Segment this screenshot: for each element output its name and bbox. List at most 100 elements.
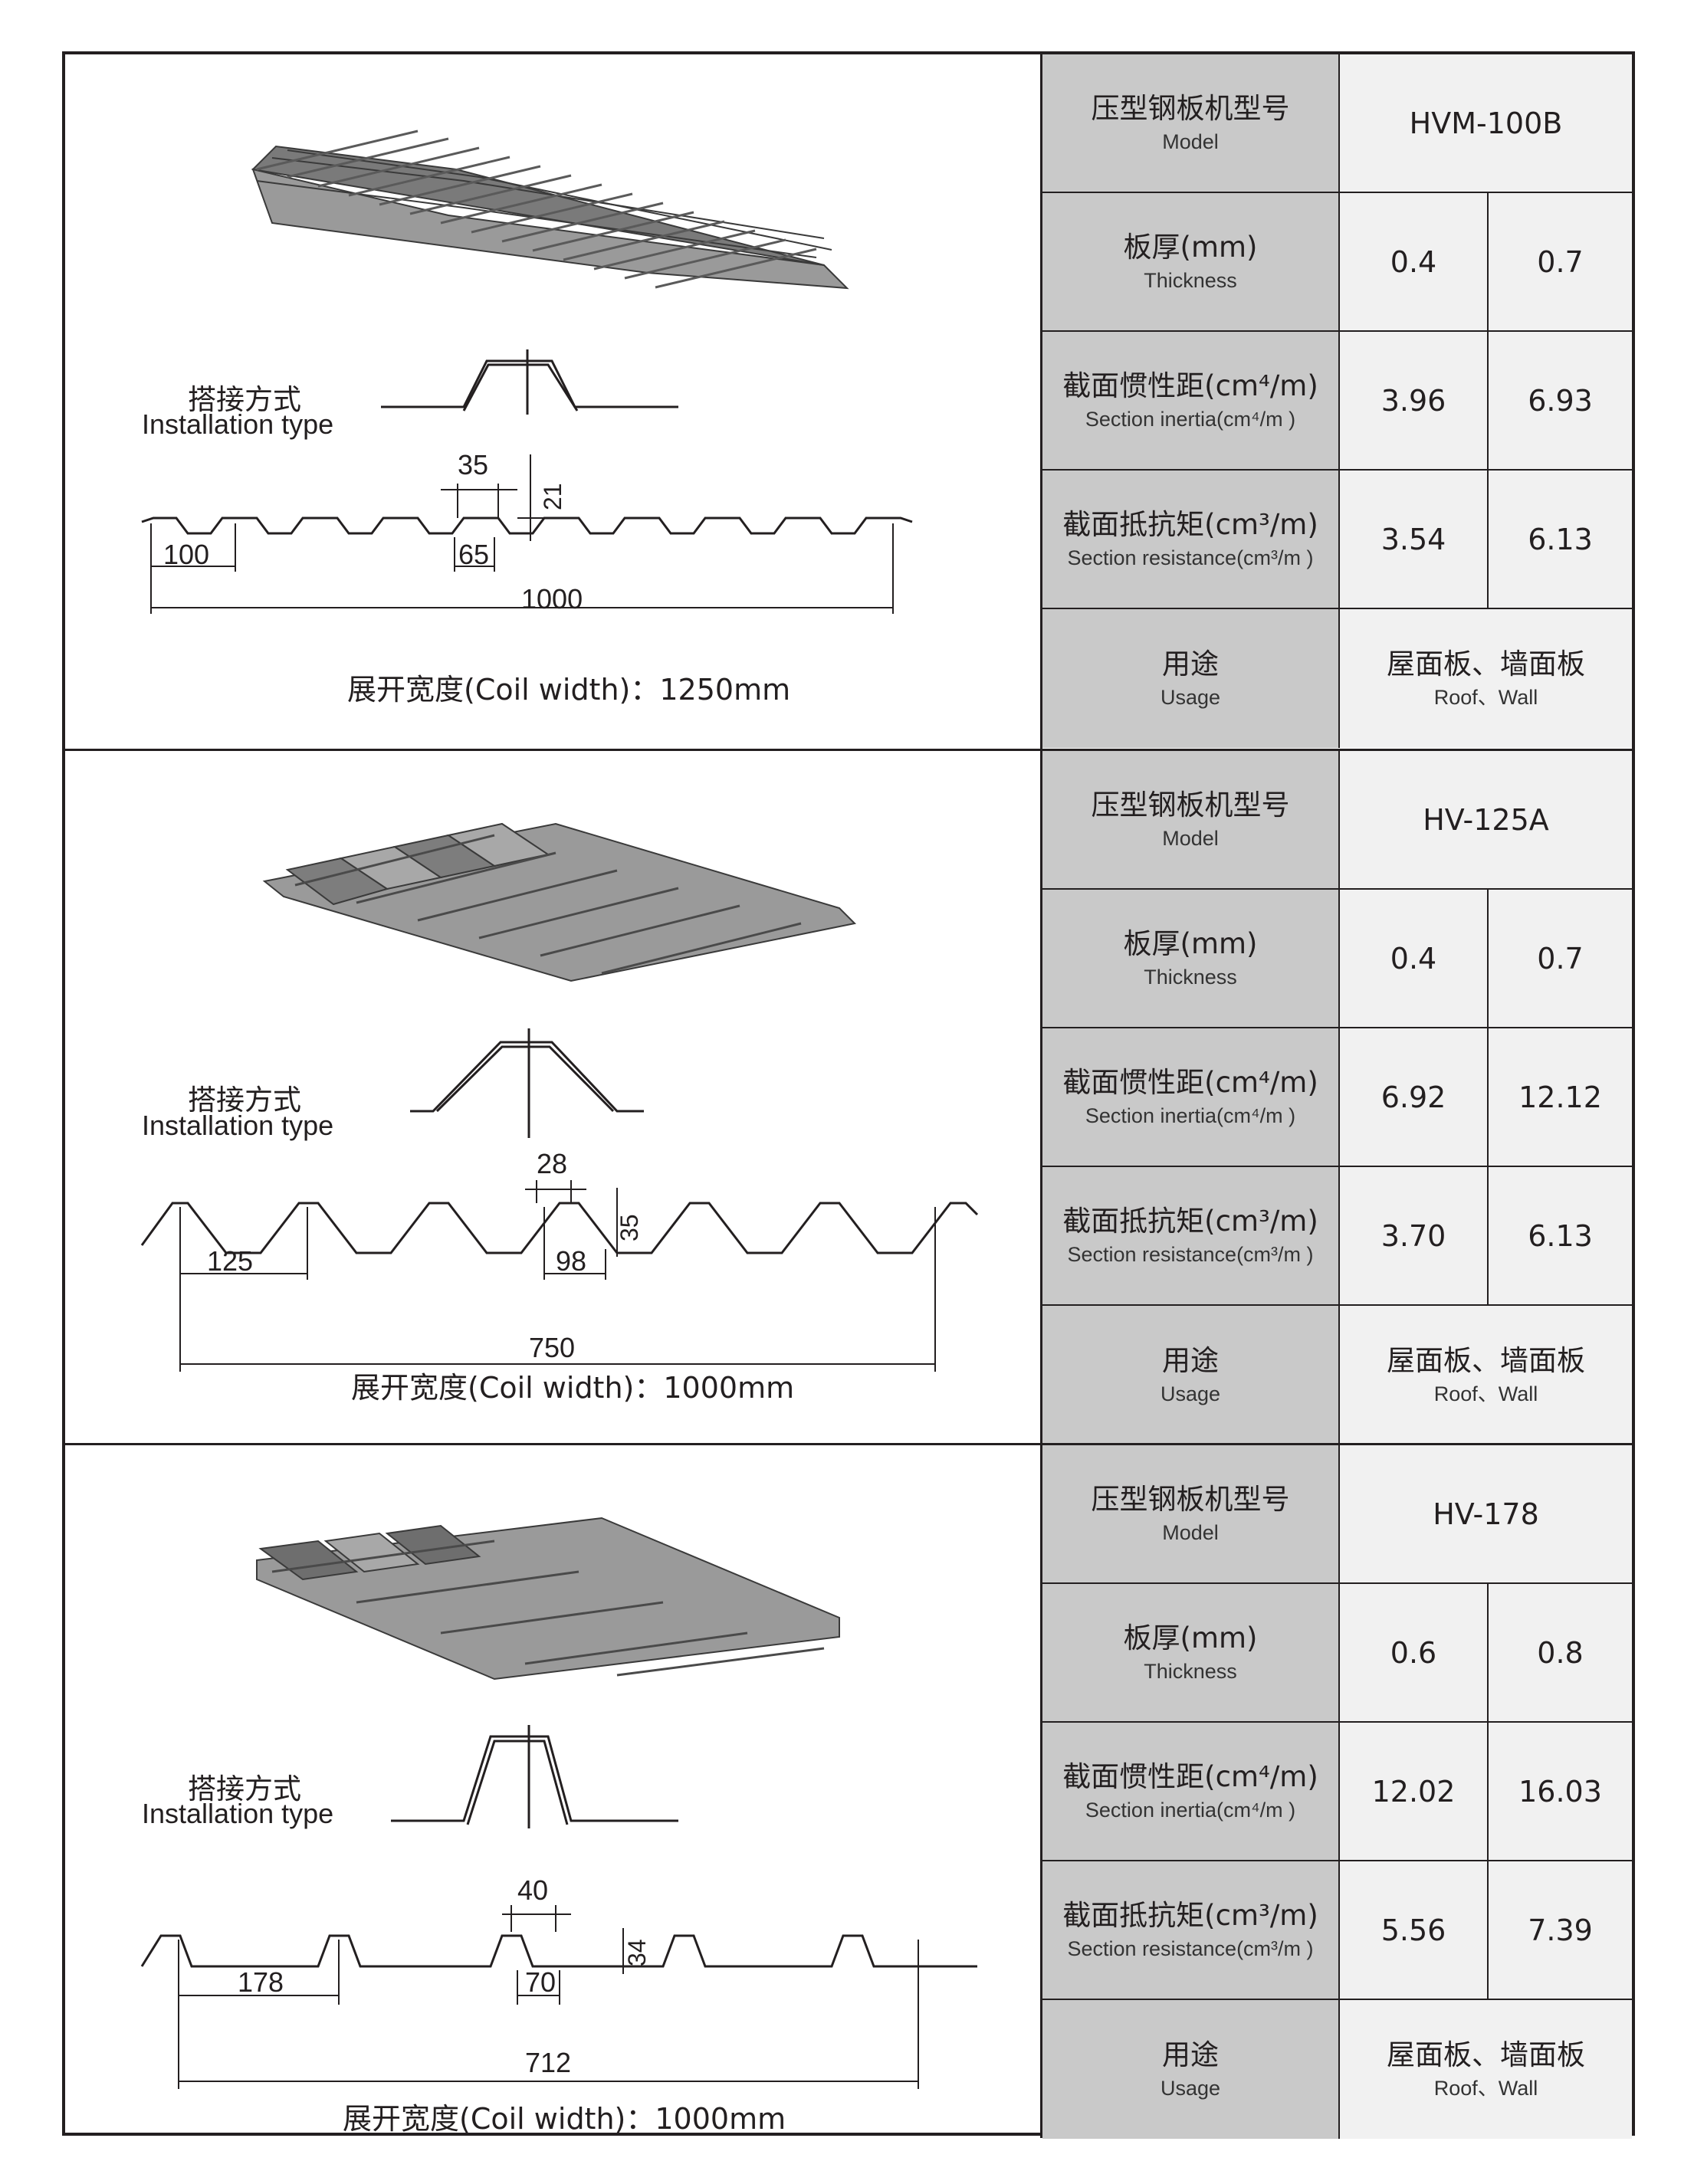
row-usage: 用途 Usage 屋面板、墙面板 Roof、Wall bbox=[1042, 2000, 1632, 2139]
usage-cn: 屋面板、墙面板 bbox=[1387, 2038, 1585, 2071]
label-en: Model bbox=[1162, 826, 1219, 850]
installation-type-label-en: Installation type bbox=[142, 1798, 334, 1829]
installation-type-label-cn: 搭接方式 bbox=[188, 1772, 301, 1805]
label-cn: 截面惯性距(cm⁴/m) bbox=[1062, 369, 1318, 402]
label-cn: 用途 bbox=[1162, 647, 1219, 680]
value-resistance-b: 6.13 bbox=[1489, 471, 1632, 608]
dim-top: 40 bbox=[517, 1874, 549, 1906]
sheet-ribs bbox=[256, 130, 817, 289]
dim-height: 21 bbox=[539, 483, 566, 510]
value-usage: 屋面板、墙面板 Roof、Wall bbox=[1340, 609, 1632, 748]
label-thickness: 板厚(mm) Thickness bbox=[1042, 890, 1340, 1027]
cross-section-profile bbox=[140, 1202, 979, 1254]
coil-width: 展开宽度(Coil width)：1250mm bbox=[347, 673, 791, 707]
label-thickness: 板厚(mm)Thickness bbox=[1042, 193, 1340, 330]
label-cn: 压型钢板机型号 bbox=[1091, 1482, 1290, 1516]
usage-cn: 屋面板、墙面板 bbox=[1387, 1343, 1585, 1377]
row-usage: 用途 Usage 屋面板、墙面板 Roof、Wall bbox=[1042, 609, 1632, 748]
dim-cover: 1000 bbox=[521, 583, 583, 615]
installation-detail bbox=[391, 1725, 678, 1828]
dim-top: 28 bbox=[537, 1148, 568, 1179]
sheet-ribs bbox=[294, 834, 802, 975]
label-usage: 用途 Usage bbox=[1042, 609, 1340, 748]
profile-drawing: 搭接方式 Installation type 100 65 1000 35 21… bbox=[65, 54, 1040, 749]
dimension-lines bbox=[179, 1180, 936, 1372]
label-inertia: 截面惯性距(cm⁴/m) Section inertia(cm⁴/m ) bbox=[1042, 332, 1340, 469]
value-inertia-b: 16.03 bbox=[1489, 1723, 1632, 1860]
row-usage: 用途 Usage 屋面板、墙面板 Roof、Wall bbox=[1042, 1306, 1632, 1445]
row-resistance: 截面抵抗矩(cm³/m) Section resistance(cm³/m ) 3… bbox=[1042, 471, 1632, 609]
profile-drawing: 搭接方式 Installation type 178 70 712 40 34 … bbox=[65, 1445, 1040, 2138]
value-resistance-a: 5.56 bbox=[1340, 1861, 1489, 1999]
usage-cn: 屋面板、墙面板 bbox=[1387, 647, 1585, 680]
row-inertia: 截面惯性距(cm⁴/m) Section inertia(cm⁴/m ) 3.96… bbox=[1042, 332, 1632, 471]
label-thickness: 板厚(mm) Thickness bbox=[1042, 1584, 1340, 1721]
profile-panel-hvm-100b: 搭接方式 Installation type 100 65 1000 35 21… bbox=[65, 54, 1632, 749]
dim-bottom: 98 bbox=[556, 1245, 587, 1277]
row-thickness: 板厚(mm) Thickness 0.6 0.8 bbox=[1042, 1584, 1632, 1723]
value-resistance-b: 6.13 bbox=[1489, 1167, 1632, 1304]
profile-panel-hv-125a: 搭接方式 Installation type 125 98 750 28 35 … bbox=[65, 749, 1632, 1445]
value-thickness-b: 0.8 bbox=[1489, 1584, 1632, 1721]
profile-illustration bbox=[140, 1517, 977, 2089]
value-inertia-b: 12.12 bbox=[1489, 1028, 1632, 1166]
label-cn: 截面抵抗矩(cm³/m) bbox=[1062, 507, 1318, 541]
dim-cover: 712 bbox=[525, 2047, 572, 2078]
dimension-lines bbox=[178, 1905, 919, 2089]
dim-bottom: 65 bbox=[458, 539, 490, 570]
row-resistance: 截面抵抗矩(cm³/m) Section resistance(cm³/m ) 5… bbox=[1042, 1861, 1632, 2000]
label-en: Section resistance(cm³/m ) bbox=[1067, 1242, 1314, 1266]
dim-pitch: 125 bbox=[207, 1245, 254, 1277]
row-thickness: 板厚(mm)Thickness 0.4 0.7 bbox=[1042, 890, 1632, 1028]
label-cn: 截面抵抗矩(cm³/m) bbox=[1062, 1204, 1318, 1238]
spec-sheet-frame: 搭接方式 Installation type 100 65 1000 35 21… bbox=[62, 51, 1635, 2139]
profile-panel-hv-178: 搭接方式 Installation type 178 70 712 40 34 … bbox=[65, 1443, 1632, 2139]
label-cn: 用途 bbox=[1162, 2038, 1219, 2071]
label-inertia: 截面惯性距(cm⁴/m)Section inertia(cm⁴/m ) bbox=[1042, 1028, 1340, 1166]
label-usage: 用途 Usage bbox=[1042, 2000, 1340, 2139]
label-cn: 板厚(mm) bbox=[1123, 926, 1258, 960]
row-resistance: 截面抵抗矩(cm³/m) Section resistance(cm³/m ) 3… bbox=[1042, 1167, 1632, 1306]
label-en: Usage bbox=[1160, 685, 1221, 709]
label-cn: 板厚(mm) bbox=[1123, 1621, 1258, 1654]
label-cn: 用途 bbox=[1162, 1343, 1219, 1377]
installation-type-label-en: Installation type bbox=[142, 1110, 334, 1141]
label-cn: 截面抵抗矩(cm³/m) bbox=[1062, 1898, 1318, 1932]
usage-en: Roof、Wall bbox=[1433, 2076, 1538, 2100]
label-en: Section inertia(cm⁴/m ) bbox=[1085, 407, 1296, 431]
label-cn: 压型钢板机型号 bbox=[1091, 91, 1290, 125]
value-inertia-a: 3.96 bbox=[1340, 332, 1489, 469]
usage-en: Roof、Wall bbox=[1433, 685, 1538, 709]
label-resistance: 截面抵抗矩(cm³/m) Section resistance(cm³/m ) bbox=[1042, 471, 1340, 608]
profile-illustration bbox=[141, 130, 913, 614]
installation-detail bbox=[410, 1028, 644, 1138]
label-en: Thickness bbox=[1144, 268, 1237, 292]
coil-width: 展开宽度(Coil width)：1000mm bbox=[351, 1371, 795, 1405]
label-en: Usage bbox=[1160, 1382, 1221, 1405]
sheet-3d-render bbox=[262, 822, 857, 982]
label-en: Usage bbox=[1160, 2076, 1221, 2100]
value-model: HV-178 bbox=[1340, 1445, 1632, 1582]
value-resistance-a: 3.54 bbox=[1340, 471, 1489, 608]
usage-en: Roof、Wall bbox=[1433, 1382, 1538, 1405]
label-en: Thickness bbox=[1144, 965, 1237, 989]
dim-height: 35 bbox=[616, 1214, 643, 1241]
value-thickness-a: 0.4 bbox=[1340, 193, 1489, 330]
dim-pitch: 100 bbox=[163, 539, 210, 570]
row-inertia: 截面惯性距(cm⁴/m)Section inertia(cm⁴/m ) 6.92… bbox=[1042, 1028, 1632, 1167]
label-resistance: 截面抵抗矩(cm³/m) Section resistance(cm³/m ) bbox=[1042, 1167, 1340, 1304]
label-en: Section resistance(cm³/m ) bbox=[1067, 1936, 1314, 1960]
installation-type-label-cn: 搭接方式 bbox=[188, 1084, 301, 1117]
dim-bottom: 70 bbox=[525, 1966, 556, 1998]
label-en: Thickness bbox=[1144, 1659, 1237, 1683]
value-resistance-a: 3.70 bbox=[1340, 1167, 1489, 1304]
value-thickness-a: 0.6 bbox=[1340, 1584, 1489, 1721]
label-en: Section resistance(cm³/m ) bbox=[1067, 546, 1314, 569]
